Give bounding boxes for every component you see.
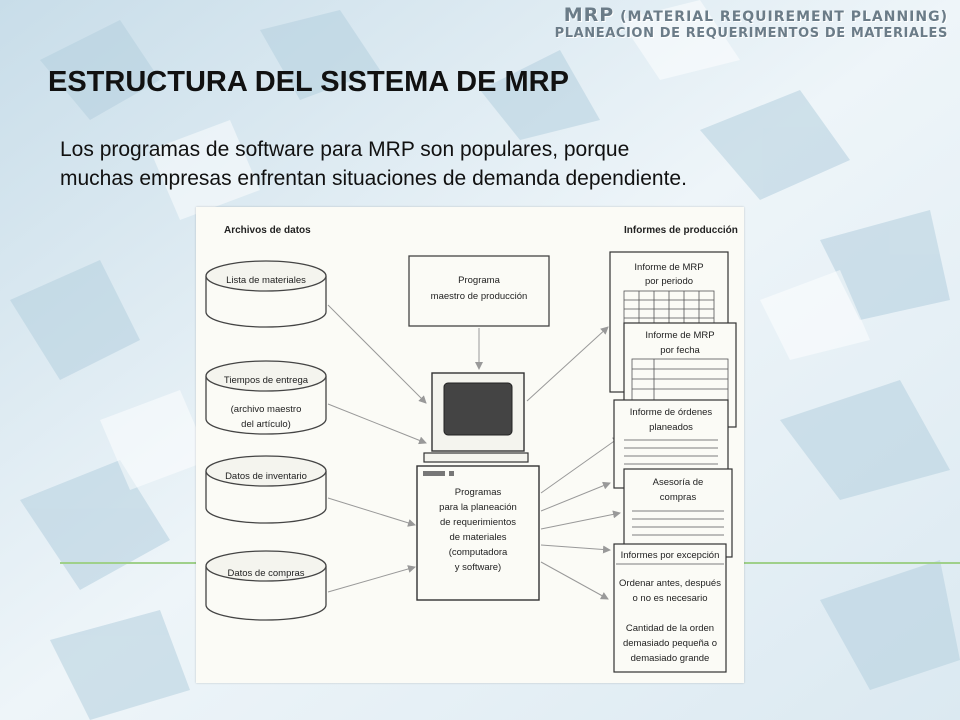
r5-line3: o no es necesario	[633, 593, 708, 604]
cpu-line6: y software)	[455, 562, 501, 573]
cyl3-line1: Datos de inventario	[225, 471, 307, 482]
r5-line2: Ordenar antes, después	[619, 578, 721, 589]
mrp-structure-diagram: Archivos de datos Informes de producción…	[196, 207, 744, 683]
computer-monitor-icon	[423, 372, 529, 463]
data-file-cylinder-3: Datos de inventario	[205, 455, 327, 524]
cyl2-line1: Tiempos de entrega	[224, 375, 309, 386]
r4-line1: Asesoría de	[653, 477, 704, 488]
cpu-line2: para la planeación	[439, 502, 517, 513]
cyl2-line3: del artículo)	[241, 419, 291, 430]
reports-heading: Informes de producción	[624, 225, 738, 236]
input-arrows	[327, 304, 483, 593]
r5-line4: Cantidad de la orden	[626, 623, 714, 634]
report-purchasing-advice: Asesoría de compras	[623, 468, 733, 558]
diagram-canvas: Archivos de datos Informes de producción…	[205, 225, 738, 673]
cpu-line5: (computadora	[449, 547, 508, 558]
data-file-cylinder-2: Tiempos de entrega (archivo maestro del …	[205, 360, 327, 435]
r5-line1: Informes por excepción	[621, 550, 720, 561]
mrp-program-computer: Programas para la planeación de requerim…	[416, 465, 540, 601]
data-file-cylinder-4: Datos de compras	[205, 550, 327, 621]
header-line-1: MRP (MATERIAL REQUIREMENT PLANNING)	[564, 4, 948, 26]
accent-line-left	[60, 562, 196, 564]
slide-title: ESTRUCTURA DEL SISTEMA DE MRP	[48, 66, 569, 98]
r3-line1: Informe de órdenes	[630, 407, 713, 418]
data-file-cylinder-1: Lista de materiales	[205, 260, 327, 328]
header-line-2: PLANEACION DE REQUERIMENTOS DE MATERIALE…	[554, 26, 948, 41]
cyl1-line1: Lista de materiales	[226, 275, 306, 286]
r3-line2: planeados	[649, 422, 693, 433]
r1-line1: Informe de MRP	[634, 262, 703, 273]
output-arrows	[526, 326, 621, 600]
cpu-line4: de materiales	[449, 532, 506, 543]
master-schedule-line1: Programa	[458, 275, 500, 286]
slide-subtitle: Los programas de software para MRP son p…	[60, 135, 940, 193]
header-mrp-expansion: (MATERIAL REQUIREMENT PLANNING)	[620, 9, 948, 25]
cpu-line3: de requerimientos	[440, 517, 516, 528]
master-schedule-box: Programa maestro de producción	[408, 255, 550, 327]
accent-line-right	[744, 562, 960, 564]
r4-line2: compras	[660, 492, 697, 503]
master-schedule-line2: maestro de producción	[431, 291, 528, 302]
data-files-heading: Archivos de datos	[224, 225, 311, 236]
r5-line6: demasiado grande	[631, 653, 710, 664]
r2-line1: Informe de MRP	[645, 330, 714, 341]
subtitle-line-1: Los programas de software para MRP son p…	[60, 138, 630, 161]
cyl4-line1: Datos de compras	[227, 568, 304, 579]
r1-line2: por periodo	[645, 276, 693, 287]
header-mrp: MRP	[563, 4, 615, 26]
subtitle-line-2: muchas empresas enfrentan situaciones de…	[60, 167, 687, 190]
report-exceptions: Informes por excepción Ordenar antes, de…	[613, 543, 727, 673]
r2-line2: por fecha	[660, 345, 700, 356]
cpu-line1: Programas	[455, 487, 502, 498]
cyl2-line2: (archivo maestro	[231, 404, 302, 415]
r5-line5: demasiado pequeña o	[623, 638, 717, 649]
